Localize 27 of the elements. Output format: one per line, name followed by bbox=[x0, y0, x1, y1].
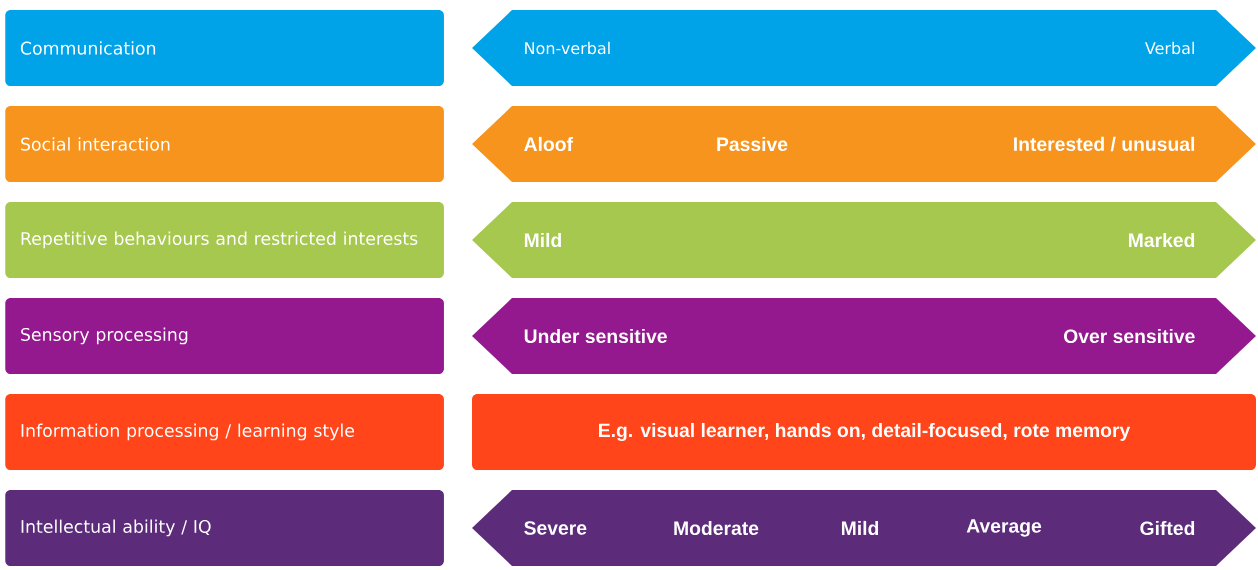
double-arrow-band bbox=[472, 298, 1256, 374]
scale-label: Mild bbox=[524, 232, 561, 248]
scale-label: Mild bbox=[841, 520, 879, 536]
scale-label: E.g. visual learner, hands on, detail-focused, rote memory bbox=[599, 422, 1131, 442]
scale-label: Average bbox=[966, 519, 1042, 537]
scale-label: Severe bbox=[524, 521, 587, 535]
scale-label: Verbal bbox=[1145, 41, 1194, 55]
scale-label: Non-verbal bbox=[525, 41, 610, 55]
scale-label: Interested / unusual bbox=[1014, 136, 1195, 152]
double-arrow-band bbox=[472, 202, 1256, 278]
scale-label: Moderate bbox=[674, 520, 759, 536]
example-band bbox=[472, 394, 1256, 470]
scale-label: Over sensitive bbox=[1064, 328, 1195, 344]
double-arrow-band bbox=[472, 10, 1256, 86]
category-box: Sensory processing bbox=[5, 298, 444, 374]
scale-label: Marked bbox=[1129, 232, 1195, 248]
scale-label: Aloof bbox=[524, 136, 574, 152]
category-box: Repetitive behaviours and restricted interests bbox=[5, 202, 444, 278]
category-box: Communication bbox=[5, 10, 444, 86]
double-arrow-band bbox=[472, 106, 1256, 182]
category-box: Intellectual ability / IQ bbox=[5, 490, 444, 566]
double-arrow-band bbox=[472, 490, 1256, 566]
scale-label: Passive bbox=[717, 136, 788, 152]
category-box: Information processing / learning style bbox=[5, 394, 444, 470]
scale-label: Under sensitive bbox=[524, 328, 667, 344]
scale-label: Gifted bbox=[1140, 520, 1195, 536]
category-box: Social interaction bbox=[5, 106, 444, 182]
